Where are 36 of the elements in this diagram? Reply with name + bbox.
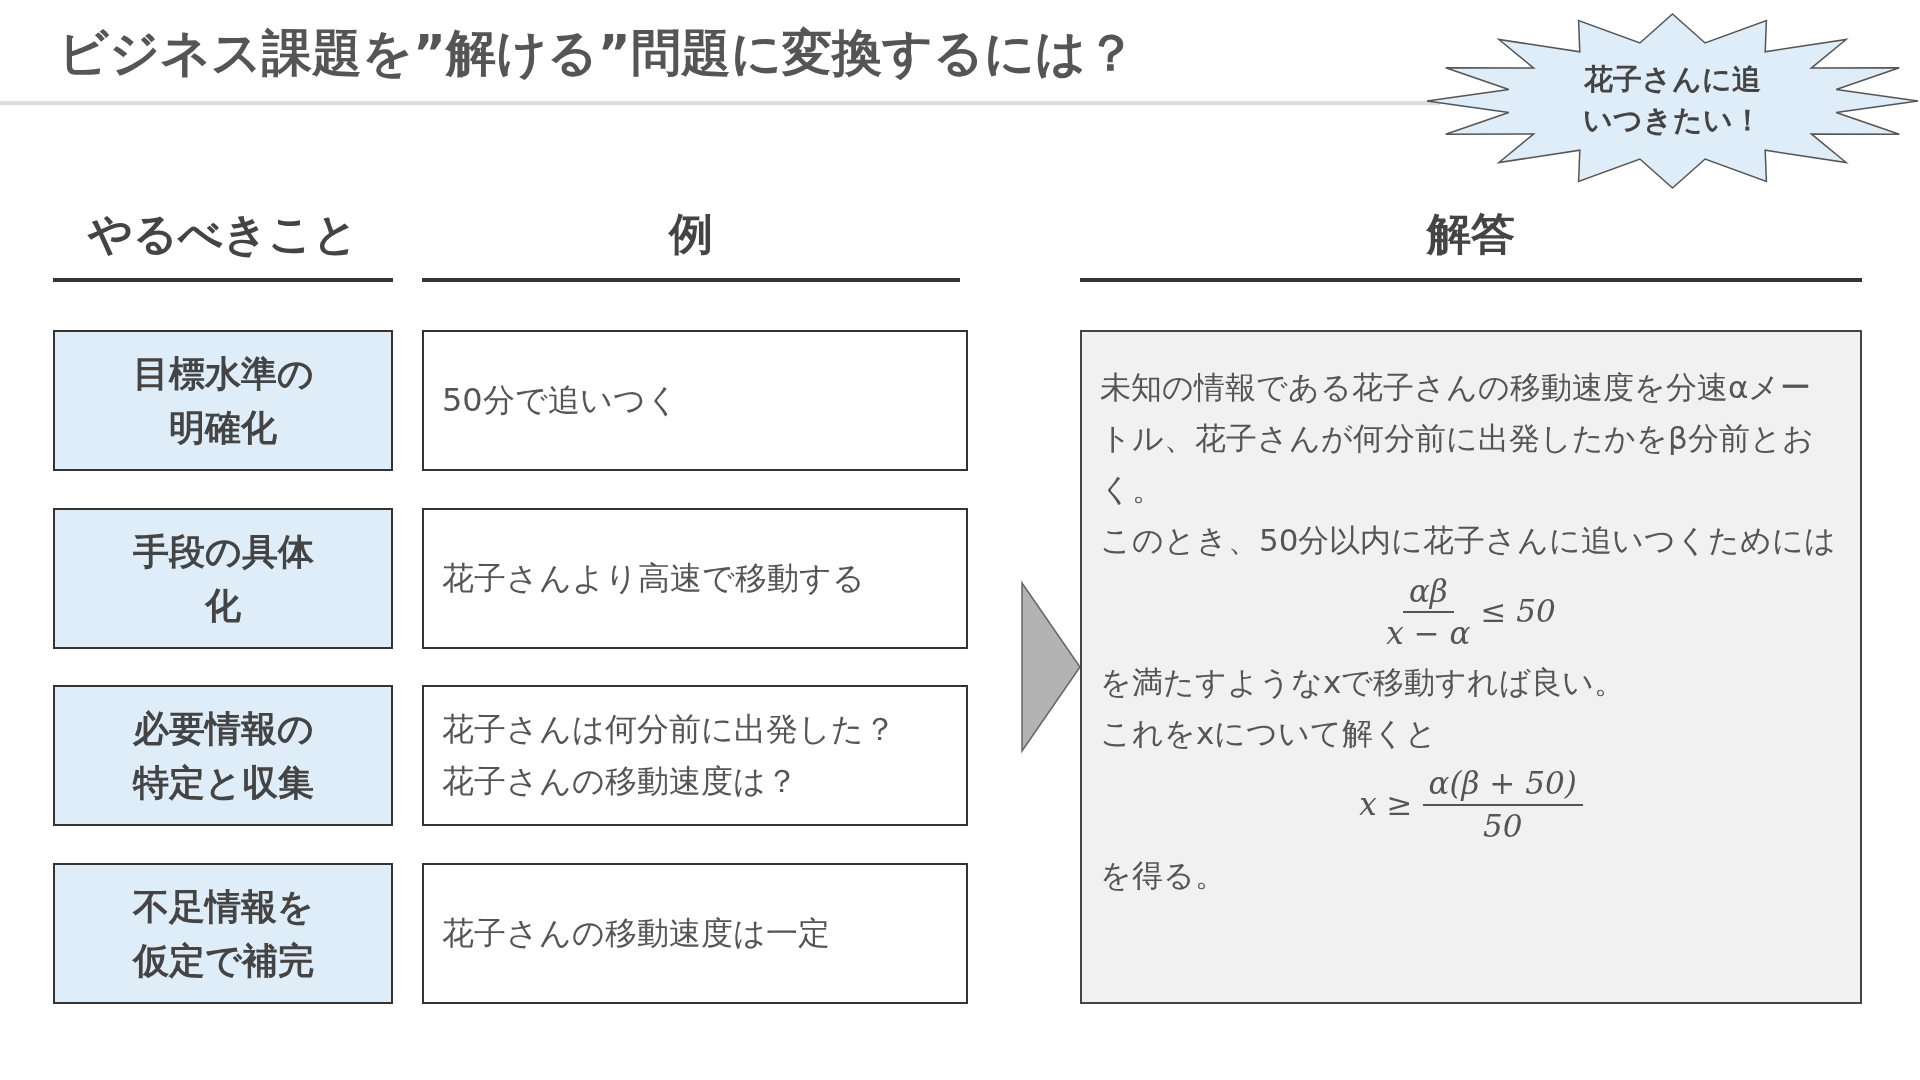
answer-text: 未知の情報である花子さんの移動速度を分速αメートル、花子さんが何分前に出発したかをβ分前とおく。 (1100, 368, 1815, 510)
example-box (422, 330, 968, 471)
answer-text: これをxについて解くと (1100, 714, 1439, 754)
example-text: 花子さんは何分前に出発した？ (442, 709, 896, 751)
formula-text: x ≥ (1359, 785, 1413, 825)
task-label: 目標水準の明確化 (131, 351, 315, 450)
example-box (422, 508, 968, 649)
task-label: 不足情報を仮定で補完 (131, 884, 315, 983)
formula-denominator: x − α (1386, 613, 1471, 653)
answer-panel (1080, 330, 1862, 1004)
callout-text: 花子さんに追いつきたい！ (1582, 61, 1763, 139)
example-box (422, 685, 968, 826)
slide-title: ビジネス課題を”解ける”問題に変換するには？ (58, 23, 1136, 84)
task-box (53, 863, 393, 1004)
task-box (53, 508, 393, 649)
column-heading: やるべきこと (53, 205, 393, 282)
example-text: 花子さんの移動速度は？ (442, 760, 798, 802)
column-heading: 解答 (1080, 205, 1862, 282)
formula-numerator: αβ (1402, 570, 1454, 613)
formula-text: ≤ 50 (1480, 592, 1556, 632)
column-heading: 例 (422, 205, 960, 282)
answer-text: このとき、50分以内に花子さんに追いつくためには (1100, 521, 1838, 561)
task-label: 必要情報の特定と収集 (131, 706, 315, 805)
starburst-callout (1425, 12, 1920, 190)
example-box (422, 863, 968, 1004)
chevron-arrow (1021, 580, 1081, 754)
formula-denominator: 50 (1482, 806, 1523, 846)
answer-text: を得る。 (1100, 856, 1227, 896)
example-text: 花子さんの移動速度は一定 (442, 912, 830, 954)
example-text: 花子さんより高速で移動する (442, 557, 865, 599)
formula-numerator: α(β + 50) (1422, 763, 1583, 806)
task-box (53, 685, 393, 826)
task-label: 手段の具体化 (131, 529, 315, 628)
example-text: 50分で追いつく (442, 379, 679, 421)
answer-text: を満たすようなxで移動すれば良い。 (1100, 663, 1627, 703)
task-box (53, 330, 393, 471)
